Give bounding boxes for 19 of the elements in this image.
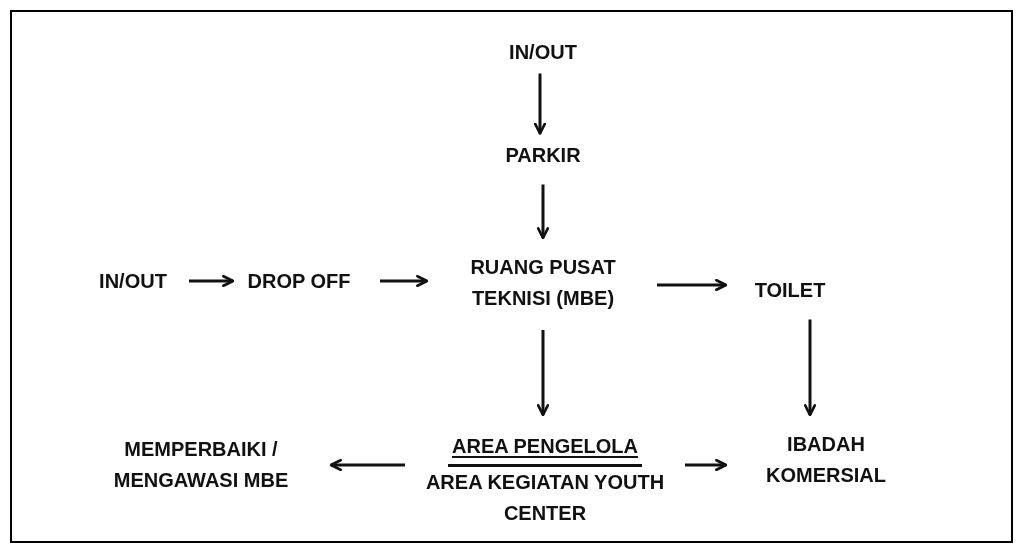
arrow xyxy=(685,458,728,472)
node-label: TOILET xyxy=(754,277,826,303)
arrow xyxy=(657,278,728,292)
node-label: DROP OFF xyxy=(247,268,351,294)
node-label: MEMPERBAIKI / MENGAWASI MBE xyxy=(112,437,290,493)
node-label: AREA KEGIATAN YOUTH CENTER xyxy=(425,470,665,526)
arrow xyxy=(380,274,429,288)
arrow xyxy=(803,319,817,417)
arrow xyxy=(329,458,405,472)
arrow xyxy=(533,73,547,135)
node-label: IBADAH KOMERSIAL xyxy=(765,432,887,488)
arrow xyxy=(536,184,550,240)
node-label: PARKIR xyxy=(505,142,581,168)
arrow xyxy=(536,330,550,417)
node-label: IN/OUT xyxy=(509,39,577,65)
node-label: AREA PENGELOLA xyxy=(448,431,642,467)
node-label: IN/OUT xyxy=(99,268,167,294)
arrow xyxy=(189,274,235,288)
node-label: RUANG PUSAT TEKNISI (MBE) xyxy=(469,255,617,311)
